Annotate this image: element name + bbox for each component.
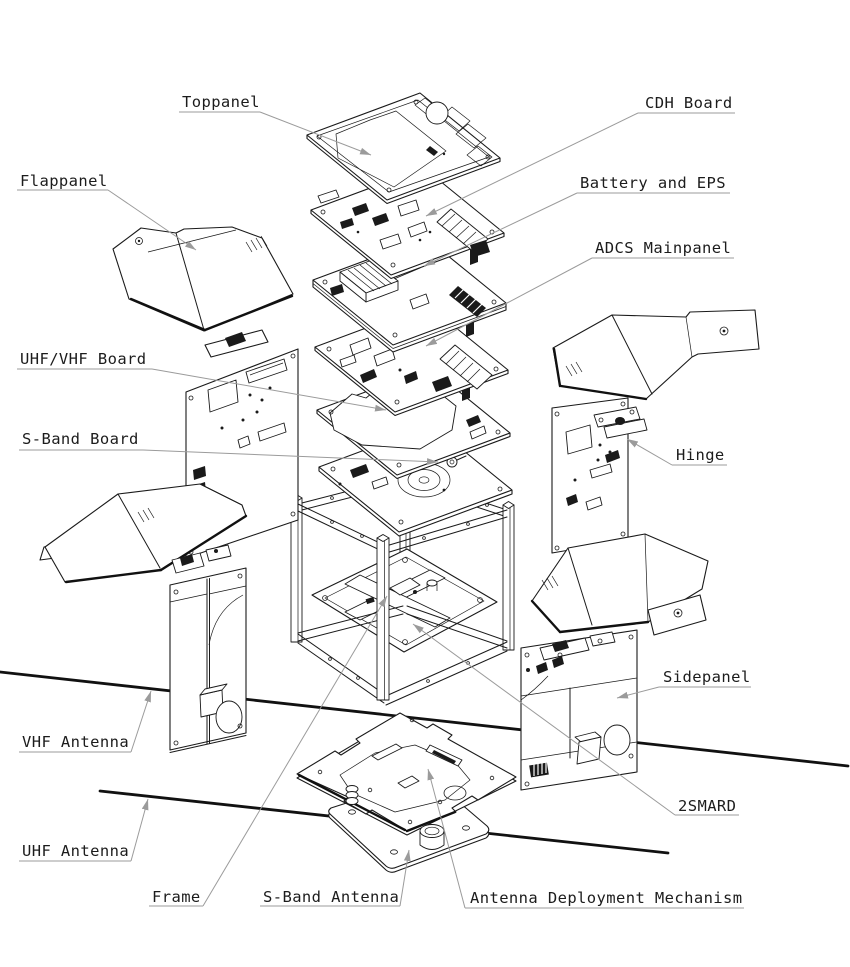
label-underlines (17, 111, 751, 909)
part-toppanel (306, 92, 501, 205)
leader-uhf-antenna (130, 798, 149, 862)
leader-lines (107, 111, 676, 909)
part-sidepanel-right-lower (520, 629, 638, 791)
label-toppanel: Toppanel (182, 93, 260, 111)
part-antenna-deployment-mechanism (296, 712, 517, 850)
leader-uhf-vhf-board (151, 368, 387, 412)
label-adcs-mainpanel: ADCS Mainpanel (595, 239, 731, 257)
leader-antenna-deployment-mechanism (427, 768, 466, 909)
leader-sidepanel (616, 686, 660, 699)
label-antenna-deployment-mechanism: Antenna Deployment Mechanism (470, 889, 743, 907)
leader-cdh-board (425, 112, 639, 217)
hinge-bracket (593, 406, 641, 428)
part-sidepanel-right-upper (551, 397, 648, 554)
leader-flappanel (107, 189, 197, 251)
label-flappanel: Flappanel (20, 172, 108, 190)
vhf-antenna-rod (0, 670, 850, 768)
label-hinge: Hinge (676, 446, 725, 464)
leader-hinge (626, 438, 673, 466)
leader-s-band-antenna (399, 849, 411, 907)
part-flappanel-left-lower (39, 483, 248, 584)
label-uhf-vhf-board: UHF/VHF Board (20, 350, 147, 368)
leader-toppanel (259, 111, 372, 156)
label-cdh-board: CDH Board (645, 94, 733, 112)
label-vhf-antenna: VHF Antenna (22, 733, 129, 751)
part-adcs-mainpanel (314, 304, 509, 417)
label-battery-eps: Battery and EPS (580, 174, 726, 192)
leader-frame (202, 595, 388, 907)
part-flappanel-right-upper (552, 309, 760, 401)
label-s-band-board: S-Band Board (22, 430, 139, 448)
smard-device (574, 731, 602, 765)
leader-vhf-antenna (130, 690, 152, 753)
leader-s-band-board (142, 449, 439, 465)
labels: Toppanel CDH Board Flappanel Battery and… (20, 93, 751, 907)
leader-2smard (412, 623, 676, 816)
label-uhf-antenna: UHF Antenna (22, 842, 129, 860)
part-flappanel-right-lower (530, 533, 709, 636)
part-flappanel-left-upper (112, 226, 294, 332)
label-frame: Frame (152, 888, 201, 906)
label-s-band-antenna: S-Band Antenna (263, 888, 399, 906)
label-2smard: 2SMARD (678, 797, 736, 815)
label-sidepanel: Sidepanel (663, 668, 751, 686)
leader-adcs-mainpanel (425, 257, 593, 347)
leader-battery-eps (423, 192, 578, 267)
part-vhf-antenna-panel (169, 544, 247, 753)
